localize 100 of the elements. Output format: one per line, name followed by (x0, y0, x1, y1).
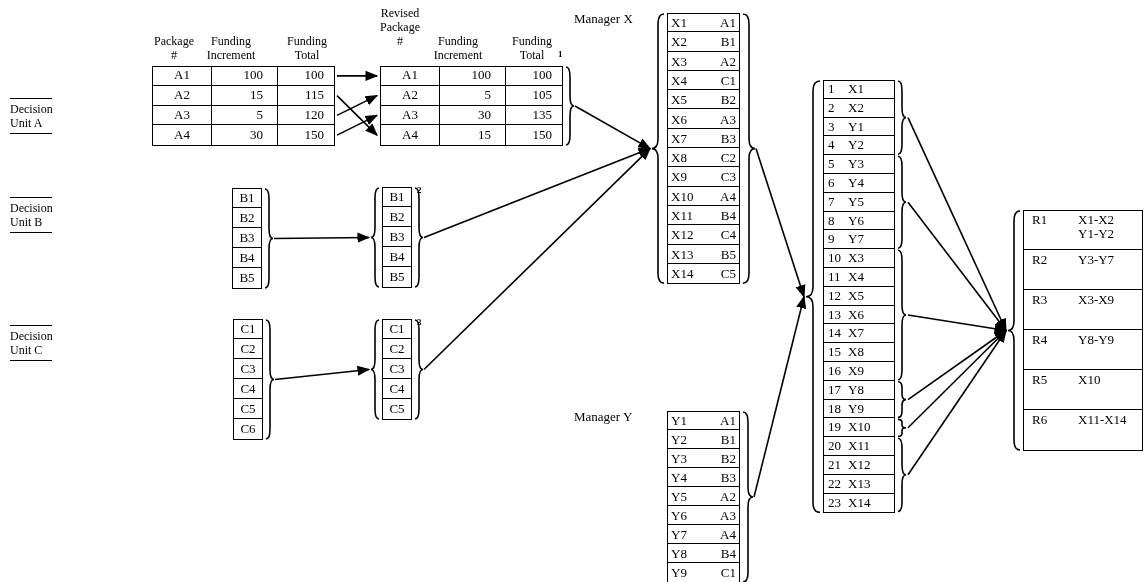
table-cell: 100 (439, 66, 505, 85)
row-value: A3 (720, 110, 736, 129)
column-header: Revised Package # (379, 6, 421, 48)
row-label: X4 (671, 71, 687, 90)
row-value: Y9 (848, 399, 864, 418)
table (380, 66, 563, 146)
row-label: 2 (828, 98, 835, 117)
row-label: 12 (828, 286, 841, 305)
row-value: X8 (848, 343, 864, 362)
table-row: C3 (383, 359, 411, 379)
row-value: A2 (720, 488, 736, 506)
row-label: 19 (828, 418, 841, 437)
row-value: B4 (720, 207, 736, 225)
arrow (274, 365, 371, 381)
row-value: C1 (720, 564, 736, 582)
row-label: 9 (828, 230, 835, 249)
table (823, 80, 895, 514)
row-label: R3 (1032, 293, 1049, 307)
table-row: B4 (383, 247, 411, 267)
arrow (907, 329, 1008, 401)
row-label: 20 (828, 437, 841, 456)
row-label: 13 (828, 305, 841, 324)
row-value: B2 (720, 91, 736, 110)
arrow (907, 329, 1007, 429)
row-label: 23 (828, 493, 841, 512)
table-heading: Manager Y (574, 409, 633, 425)
table-row (381, 105, 562, 126)
row-value: B3 (720, 469, 736, 487)
row-value: X11 (848, 437, 870, 456)
table-cell-text: A3 (173, 105, 191, 124)
row-label: X7 (671, 129, 687, 148)
row-label: X13 (671, 245, 694, 264)
table-row: C1 (234, 319, 262, 339)
arrow (336, 94, 379, 117)
table-row: C5 (234, 399, 262, 419)
row-value: C2 (720, 149, 736, 168)
row-value: X4 (848, 268, 864, 286)
table (382, 319, 412, 420)
row-value: B1 (720, 431, 736, 449)
row-label: X11 (671, 207, 693, 225)
row-value: X6 (848, 305, 864, 324)
row-label: 5 (828, 155, 835, 174)
row-label: X1 (671, 14, 687, 32)
table-row (153, 105, 334, 126)
row-label: Y8 (671, 545, 687, 563)
row-value: C5 (720, 264, 736, 283)
table-cell-text: A3 (401, 105, 419, 124)
column-header: Funding Increment (205, 34, 257, 62)
row-value: A4 (720, 526, 736, 544)
table-row: B5 (383, 267, 411, 287)
row-label: 7 (828, 192, 835, 211)
row-value: Y2 (848, 136, 864, 155)
table (152, 66, 335, 146)
row-value: X12 (848, 456, 871, 474)
table-row: B2 (233, 208, 261, 228)
row-label: 22 (828, 474, 841, 493)
row-label: 16 (828, 362, 841, 380)
table (382, 187, 412, 288)
row-label: R5 (1032, 373, 1049, 387)
row-value: Y8-Y9 (1078, 333, 1116, 347)
table-row: B2 (383, 207, 411, 227)
row-label: X12 (671, 226, 694, 245)
table-cell: 135 (505, 105, 564, 125)
table-row: C2 (383, 339, 411, 359)
table-row: B1 (233, 188, 261, 208)
table-row: C6 (234, 419, 262, 439)
row-label: 15 (828, 343, 841, 362)
row-label: Y6 (671, 507, 687, 525)
arrow (423, 147, 652, 239)
table-cell: 150 (505, 125, 564, 145)
row-value: Y6 (848, 211, 864, 230)
row-label: 4 (828, 136, 835, 155)
row-label: X2 (671, 33, 687, 52)
table-row (153, 85, 334, 106)
row-value: C4 (720, 226, 736, 245)
table-cell: 120 (277, 105, 336, 125)
row-value: X1 (848, 80, 864, 98)
table (232, 188, 262, 289)
row-value: Y4 (848, 174, 864, 192)
arrow (753, 295, 807, 498)
row-value: Y3 (848, 155, 864, 174)
table-row: B4 (233, 248, 261, 268)
row-value: X10 (848, 418, 871, 437)
row-label: R1 (1032, 213, 1049, 227)
table (233, 319, 263, 440)
row-label: Y2 (671, 431, 687, 449)
table-cell: 5 (211, 105, 277, 125)
table-cell: 15 (211, 85, 277, 105)
row-value: B4 (720, 545, 736, 563)
unit-label: Decision Unit A (10, 98, 52, 134)
row-label: 10 (828, 249, 841, 268)
table-cell-text: A4 (173, 126, 191, 145)
row-label: 6 (828, 174, 835, 192)
row-label: 3 (828, 117, 835, 136)
row-value: A1 (720, 14, 736, 32)
row-value: B2 (720, 450, 736, 468)
row-label: 1 (828, 80, 835, 98)
row-value: X13 (848, 474, 871, 493)
row-value: Y1 (848, 117, 864, 136)
table-row: C3 (234, 359, 262, 379)
